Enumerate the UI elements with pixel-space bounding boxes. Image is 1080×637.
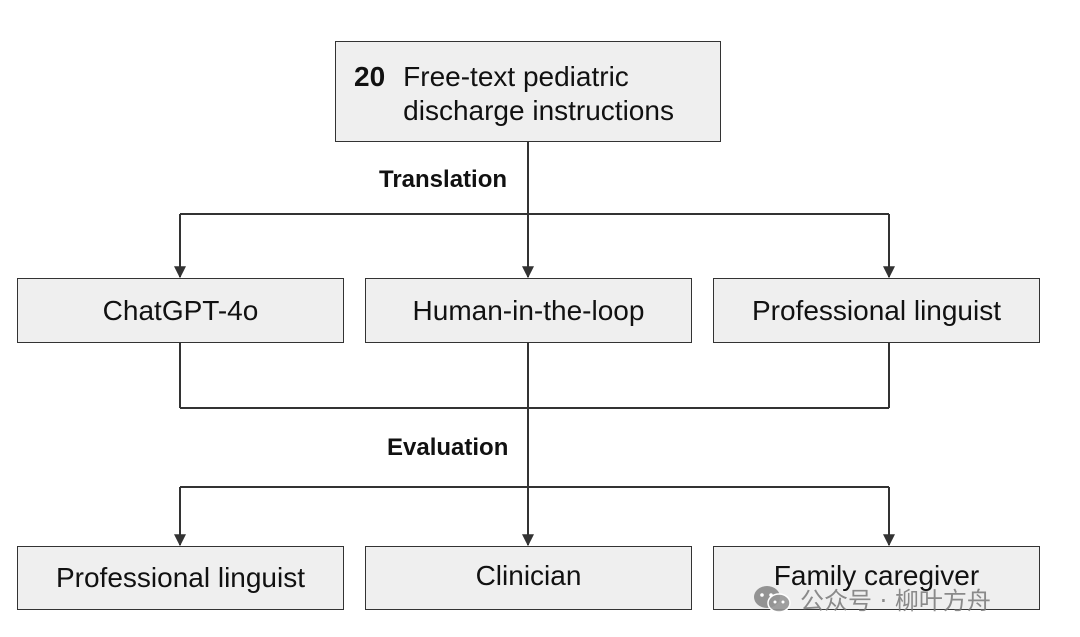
translator-label: ChatGPT-4o: [102, 294, 259, 326]
watermark: 公众号 · 柳叶方舟: [752, 581, 991, 616]
stage-label-translation: Translation: [379, 166, 508, 193]
evaluator-label: Professional linguist: [55, 562, 306, 594]
translator-label: Professional linguist: [751, 294, 1002, 326]
evaluator-label: Family caregiver: [773, 560, 980, 591]
source-description: Free-text pediatric discharge instructio…: [403, 61, 674, 126]
wechat-icon: [754, 585, 791, 613]
translator-box-chatgpt: ChatGPT-4o: [17, 278, 344, 343]
translator-box-professional-linguist: Professional linguist: [713, 278, 1040, 343]
source-box: 20 Free-text pediatric discharge instruc…: [335, 41, 721, 142]
watermark-text: 公众号 · 柳叶方舟: [800, 587, 991, 615]
translator-box-human-in-the-loop: Human-in-the-loop: [365, 278, 692, 343]
evaluator-box-clinician: Clinician: [365, 546, 692, 610]
translator-label: Human-in-the-loop: [412, 294, 645, 326]
source-count: 20: [354, 61, 386, 92]
evaluator-box-professional-linguist: Professional linguist: [17, 546, 344, 610]
stage-label-evaluation: Evaluation: [387, 434, 509, 461]
evaluator-label: Clinician: [475, 560, 582, 591]
